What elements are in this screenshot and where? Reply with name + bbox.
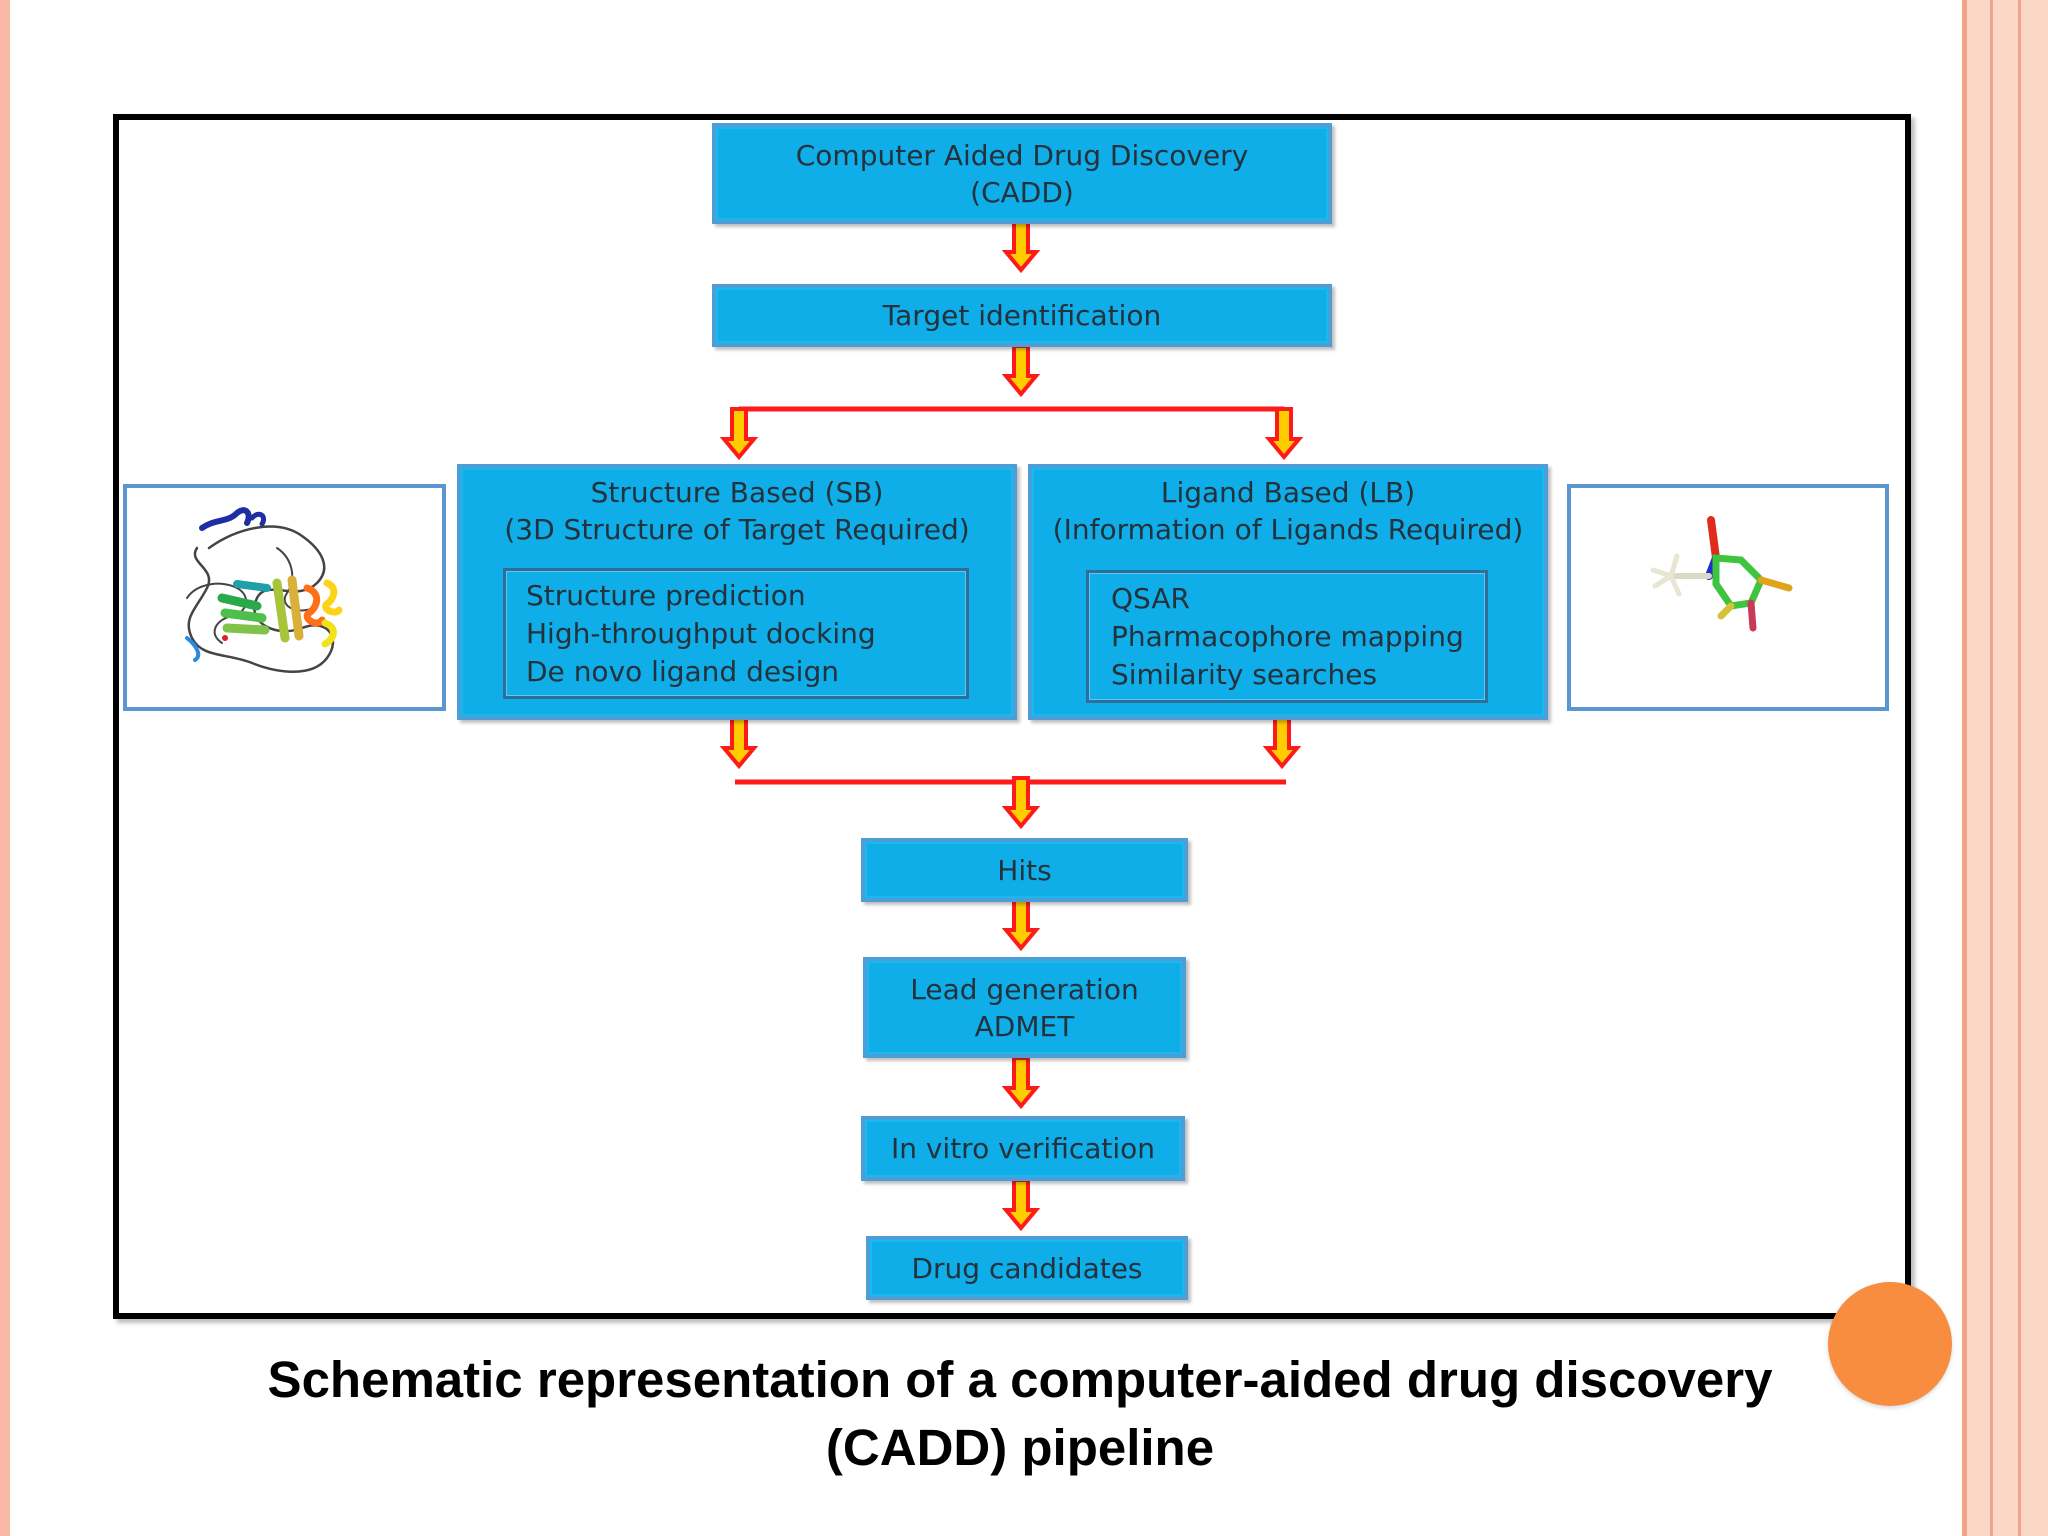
arrow-to-sb (722, 407, 756, 459)
cadd-box: Computer Aided Drug Discovery (CADD) (712, 123, 1332, 224)
lb-method-item: Pharmacophore mapping (1111, 619, 1464, 653)
in-vitro-label: In vitro verification (890, 1132, 1156, 1165)
arrow-cadd-to-target (1004, 220, 1038, 272)
lb-title-line-2: (Information of Ligands Required) (1052, 513, 1524, 546)
arrow-invitro-to-drug (1004, 1178, 1038, 1230)
lead-line-1: Lead generation (910, 972, 1139, 1006)
ligand-stick-icon (1650, 516, 1793, 632)
sb-title-line-2: (3D Structure of Target Required) (504, 513, 970, 546)
sb-method-item: De novo ligand design (526, 654, 839, 688)
caption-line-1: Schematic representation of a computer-a… (267, 1351, 1773, 1408)
arrow-to-lb (1267, 407, 1301, 459)
cadd-line-1: Computer Aided Drug Discovery (795, 138, 1249, 172)
protein-ribbon-icon (185, 507, 343, 673)
drug-candidates-box: Drug candidates (866, 1236, 1188, 1300)
slide-left-border (0, 0, 10, 1536)
hits-box: Hits (861, 838, 1188, 902)
lead-generation-box: Lead generation ADMET (863, 957, 1186, 1058)
slide-right-border (1962, 0, 2048, 1536)
hits-label: Hits (997, 853, 1052, 887)
sb-method-item: Structure prediction (526, 578, 806, 612)
figure-caption: Schematic representation of a computer-a… (140, 1346, 1900, 1482)
lb-methods-box: QSAR Pharmacophore mapping Similarity se… (1086, 570, 1488, 703)
lb-method-item: Similarity searches (1111, 657, 1378, 691)
arrow-lead-to-invitro (1004, 1056, 1038, 1108)
accent-circle (1828, 1282, 1952, 1406)
cadd-line-2: (CADD) (970, 175, 1074, 209)
caption-line-2: (CADD) pipeline (825, 1419, 1215, 1476)
target-identification-label: Target identification (882, 299, 1162, 332)
sb-methods-box: Structure prediction High-throughput doc… (503, 568, 969, 699)
lb-method-item: QSAR (1111, 581, 1190, 615)
ligand-molecule-image (1567, 484, 1889, 711)
protein-structure-image (123, 484, 446, 711)
arrow-target-down (1004, 344, 1038, 396)
sb-method-item: High-throughput docking (526, 616, 876, 650)
arrow-to-hits (1004, 776, 1038, 828)
drug-candidates-label: Drug candidates (911, 1251, 1143, 1285)
arrow-from-sb (722, 716, 756, 768)
target-identification-box: Target identification (712, 284, 1332, 347)
arrow-hits-to-lead (1004, 898, 1038, 950)
in-vitro-verification-box: In vitro verification (861, 1116, 1185, 1181)
lb-title-line-1: Ligand Based (LB) (1160, 476, 1416, 509)
arrow-from-lb (1265, 716, 1299, 768)
lead-line-2: ADMET (974, 1009, 1075, 1043)
sb-title-line-1: Structure Based (SB) (590, 476, 884, 509)
